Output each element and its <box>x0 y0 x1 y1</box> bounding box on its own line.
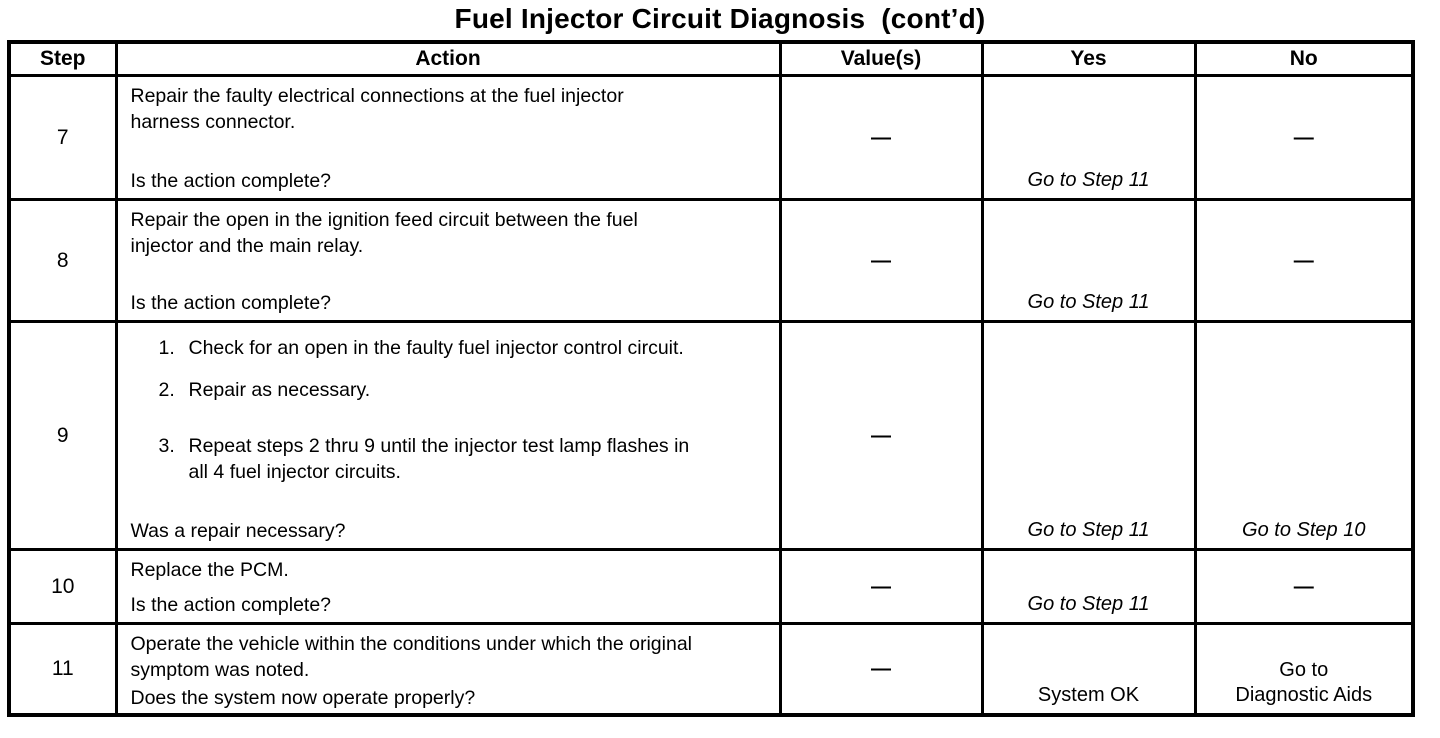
no-dash: — <box>1293 249 1314 272</box>
step-number: 7 <box>56 125 69 149</box>
header-label-yes: Yes <box>1070 47 1107 70</box>
list-item-number: 1. <box>158 337 175 359</box>
no-result: Go to Diagnostic Aids <box>1235 659 1373 706</box>
value-dash: — <box>871 658 891 680</box>
diagnosis-table: Step Action Value(s) Yes No 7 Repair the… <box>7 40 1415 717</box>
header-cell-step: Step <box>7 40 118 77</box>
table-row-step-9: 9 1. Check for an open in the faulty fue… <box>7 320 1415 551</box>
no-cell: — <box>1193 548 1415 625</box>
header-label-step: Step <box>39 47 86 70</box>
table-row-step-7: 7 Repair the faulty electrical connectio… <box>7 74 1415 201</box>
yes-result: Go to Step 11 <box>1027 519 1150 541</box>
header-cell-action: Action <box>114 40 782 77</box>
step-cell: 10 <box>7 548 118 625</box>
value-dash: — <box>871 126 891 149</box>
value-dash: — <box>871 424 891 447</box>
no-cell: Go to Step 10 <box>1193 320 1415 551</box>
action-cell: 1. Check for an open in the faulty fuel … <box>114 320 782 551</box>
table-header-row: Step Action Value(s) Yes No <box>7 40 1415 77</box>
no-dash: — <box>1293 575 1314 598</box>
action-question: Was a repair necessary? <box>130 520 346 542</box>
header-cell-values: Value(s) <box>778 40 984 77</box>
yes-cell: Go to Step 11 <box>980 198 1197 323</box>
header-cell-yes: Yes <box>980 40 1197 77</box>
yes-result: System OK <box>1037 684 1140 706</box>
value-cell: — <box>778 198 984 323</box>
value-cell: — <box>778 320 984 551</box>
yes-result: Go to Step 11 <box>1027 169 1150 191</box>
value-cell: — <box>778 74 984 201</box>
step-number: 9 <box>56 423 69 447</box>
step-cell: 9 <box>7 320 118 551</box>
no-cell: — <box>1193 74 1415 201</box>
action-text: Replace the PCM. <box>130 559 289 581</box>
step-cell: 8 <box>7 198 118 323</box>
list-item-number: 3. <box>158 435 175 457</box>
action-cell: Operate the vehicle within the condition… <box>114 622 782 717</box>
page-title: Fuel Injector Circuit Diagnosis (cont’d) <box>454 3 986 34</box>
step-number: 8 <box>56 248 69 272</box>
action-list-item: 3. Repeat steps 2 thru 9 until the injec… <box>159 433 765 485</box>
header-label-no: No <box>1289 47 1318 70</box>
value-cell: — <box>778 622 984 717</box>
yes-cell: Go to Step 11 <box>980 320 1197 551</box>
yes-cell: System OK <box>980 622 1197 717</box>
no-dash: — <box>1293 126 1314 149</box>
step-number: 11 <box>51 657 74 680</box>
action-text: Repair the faulty electrical connections… <box>130 85 624 133</box>
action-question: Is the action complete? <box>130 292 332 314</box>
action-question: Is the action complete? <box>130 170 332 192</box>
step-cell: 7 <box>7 74 118 201</box>
step-number: 10 <box>51 574 75 598</box>
value-dash: — <box>871 575 891 598</box>
header-cell-no: No <box>1193 40 1415 77</box>
list-item-number: 2. <box>158 379 175 401</box>
list-item-text: Repair as necessary. <box>188 379 371 401</box>
yes-cell: Go to Step 11 <box>980 548 1197 625</box>
action-question: Is the action complete? <box>130 594 332 616</box>
header-label-values: Value(s) <box>840 47 922 70</box>
no-result: Go to Step 10 <box>1242 519 1366 541</box>
value-dash: — <box>871 249 891 272</box>
action-text: Operate the vehicle within the condition… <box>130 633 693 681</box>
no-cell: — <box>1193 198 1415 323</box>
action-list-item: 2. Repair as necessary. <box>159 377 765 403</box>
list-item-text: Check for an open in the faulty fuel inj… <box>188 337 684 359</box>
table-row-step-10: 10 Replace the PCM. Is the action comple… <box>7 548 1415 625</box>
yes-cell: Go to Step 11 <box>980 74 1197 201</box>
action-question: Does the system now operate properly? <box>130 687 476 709</box>
table-row-step-11: 11 Operate the vehicle within the condit… <box>7 622 1415 717</box>
no-cell: Go to Diagnostic Aids <box>1193 622 1415 717</box>
yes-result: Go to Step 11 <box>1027 291 1150 313</box>
table-row-step-8: 8 Repair the open in the ignition feed c… <box>7 198 1415 323</box>
value-cell: — <box>778 548 984 625</box>
yes-result: Go to Step 11 <box>1027 593 1150 615</box>
action-text: Repair the open in the ignition feed cir… <box>130 209 638 257</box>
action-list-item: 1. Check for an open in the faulty fuel … <box>159 335 765 361</box>
action-cell: Repair the faulty electrical connections… <box>114 74 782 201</box>
action-cell: Repair the open in the ignition feed cir… <box>114 198 782 323</box>
header-label-action: Action <box>415 47 481 70</box>
list-item-text: Repeat steps 2 thru 9 until the injector… <box>188 435 690 483</box>
step-cell: 11 <box>7 622 118 717</box>
action-cell: Replace the PCM. Is the action complete? <box>114 548 782 625</box>
